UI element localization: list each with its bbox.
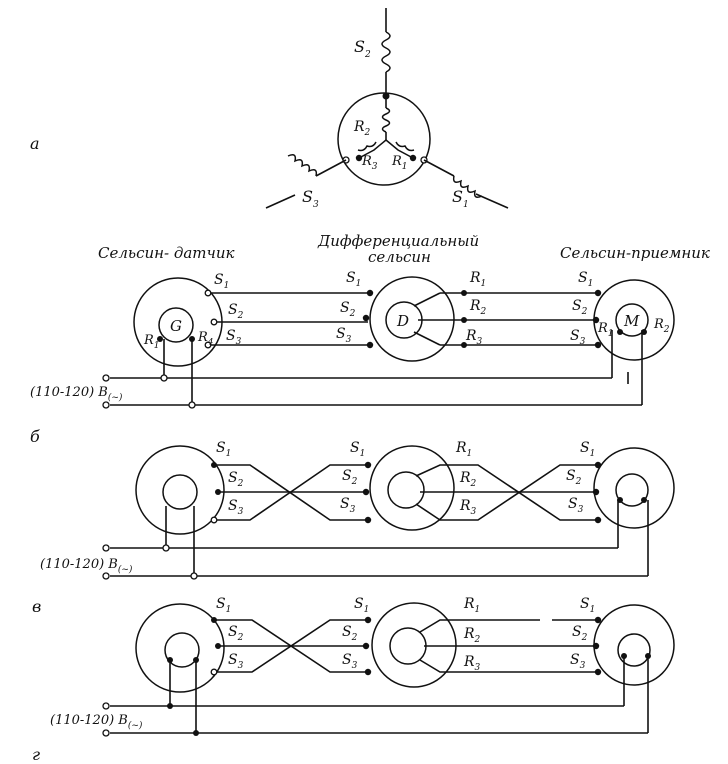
label-r3-v-diff: R3 — [459, 498, 477, 517]
label-r3-g-diff: R3 — [463, 654, 481, 673]
label-s2-g-rx: S2 — [572, 624, 588, 643]
receiver-rotor-v — [615, 473, 649, 507]
s1-coil — [452, 175, 483, 198]
label-s3-b-diff: S3 — [336, 326, 352, 345]
label-s3-g-tx: S3 — [228, 652, 244, 671]
label-s2-b-tx: S2 — [228, 302, 244, 321]
label-r2-a: R2 — [353, 119, 371, 138]
panel-g-system: (110-120) B(~) S1 S2 S3 S1 S2 S3 R1 R2 R… — [32, 596, 675, 764]
receiver-stator-g — [593, 604, 675, 686]
s2-coil — [381, 31, 391, 73]
label-s1-a: S1 — [452, 187, 469, 210]
label-s3-b-rx: S3 — [570, 328, 586, 347]
differential-stator-g — [371, 602, 457, 688]
s3-coil — [287, 154, 318, 177]
rotor-letter-d: D — [396, 312, 409, 330]
title-differential-line1: Дифференциальный — [317, 232, 479, 250]
label-s1-g-rx: S1 — [580, 596, 595, 615]
label-r1-b-rx: R1 — [597, 321, 614, 339]
receiver-stator-v — [593, 447, 675, 529]
stator-circle-a — [337, 92, 431, 186]
label-r3-b-diff: R3 — [465, 328, 483, 347]
title-receiver: Сельсин-приемник — [560, 244, 710, 262]
label-s3-a: S3 — [302, 187, 319, 210]
transmitter-rotor-v — [162, 474, 198, 510]
title-transmitter: Сельсин- датчик — [98, 244, 235, 262]
transmitter-stator-g — [135, 603, 225, 693]
panel-b-system: G D M (110-120) B(~) S1 S2 S3 R1 R4 — [30, 270, 675, 446]
label-r2-g-diff: R2 — [463, 626, 481, 645]
label-s1-g-tx: S1 — [216, 596, 231, 615]
supply-label-b: (110-120) B(~) — [30, 385, 123, 403]
label-s3-b-tx: S3 — [226, 328, 242, 347]
label-r1-a: R1 — [391, 154, 408, 172]
label-s2-v-rx: S2 — [566, 468, 582, 487]
label-s1-v-rx: S1 — [580, 440, 595, 459]
receiver-rotor — [615, 303, 649, 337]
differential-rotor-v — [387, 471, 425, 509]
transmitter-stator-v — [135, 445, 225, 535]
label-s1-b-rx: S1 — [578, 270, 593, 289]
label-s2-b-diff: S2 — [340, 300, 356, 319]
title-differential-line2: сельсин — [368, 248, 431, 266]
supply-label-g: (110-120) B(~) — [50, 713, 143, 731]
label-r1-g-diff: R1 — [463, 596, 480, 615]
label-r2-v-diff: R2 — [459, 470, 477, 489]
label-s1-b-diff: S1 — [346, 270, 361, 289]
rotor-letter-g: G — [170, 317, 182, 335]
transmitter-rotor-g — [164, 632, 200, 668]
label-s3-g-rx: S3 — [570, 652, 586, 671]
label-s1-v-tx: S1 — [216, 440, 231, 459]
panel-a-star-synchro: а S2 R2 R3 R1 S3 S1 — [30, 8, 509, 210]
label-r1-b-diff: R1 — [469, 270, 486, 289]
differential-rotor-g — [389, 627, 427, 665]
differential-stator — [369, 276, 455, 362]
r2-coil — [381, 107, 391, 133]
r1-coil — [395, 141, 415, 152]
label-s3-v-diff: S3 — [340, 496, 356, 515]
receiver-rotor-g — [617, 633, 651, 667]
label-s2-b-rx: S2 — [572, 298, 588, 317]
panel-v-system: (110-120) B(~) S1 S2 S3 S1 S2 S3 R1 R2 R… — [32, 440, 675, 616]
panel-letter-b: б — [30, 427, 40, 446]
label-s3-v-tx: S3 — [228, 498, 244, 517]
label-s3-g-diff: S3 — [342, 652, 358, 671]
rotor-letter-m: M — [623, 312, 640, 330]
label-s3-v-rx: S3 — [568, 496, 584, 515]
label-s2-v-tx: S2 — [228, 470, 244, 489]
label-s2-g-diff: S2 — [342, 624, 358, 643]
label-s2-g-tx: S2 — [228, 624, 244, 643]
panel-letter-v: в — [32, 597, 41, 616]
panel-letter-a: а — [30, 134, 40, 153]
label-s2-v-diff: S2 — [342, 468, 358, 487]
label-r1-b-tx: R1 — [143, 333, 160, 351]
label-s1-b-tx: S1 — [214, 272, 229, 291]
r3-coil — [357, 141, 377, 152]
label-s1-v-diff: S1 — [350, 440, 365, 459]
label-r2-b-diff: R2 — [469, 298, 487, 317]
supply-label-v: (110-120) B(~) — [40, 557, 133, 575]
label-s1-g-diff: S1 — [354, 596, 369, 615]
transmitter-rotor — [158, 307, 194, 343]
label-r2-b-rx: R2 — [653, 317, 670, 335]
label-r4-b-tx: R4 — [197, 330, 214, 348]
label-s2-a: S2 — [354, 37, 371, 60]
label-r3-a: R3 — [361, 154, 378, 172]
label-r1-v-diff: R1 — [455, 440, 472, 459]
differential-stator-v — [369, 445, 455, 531]
panel-letter-g: г — [32, 745, 40, 764]
